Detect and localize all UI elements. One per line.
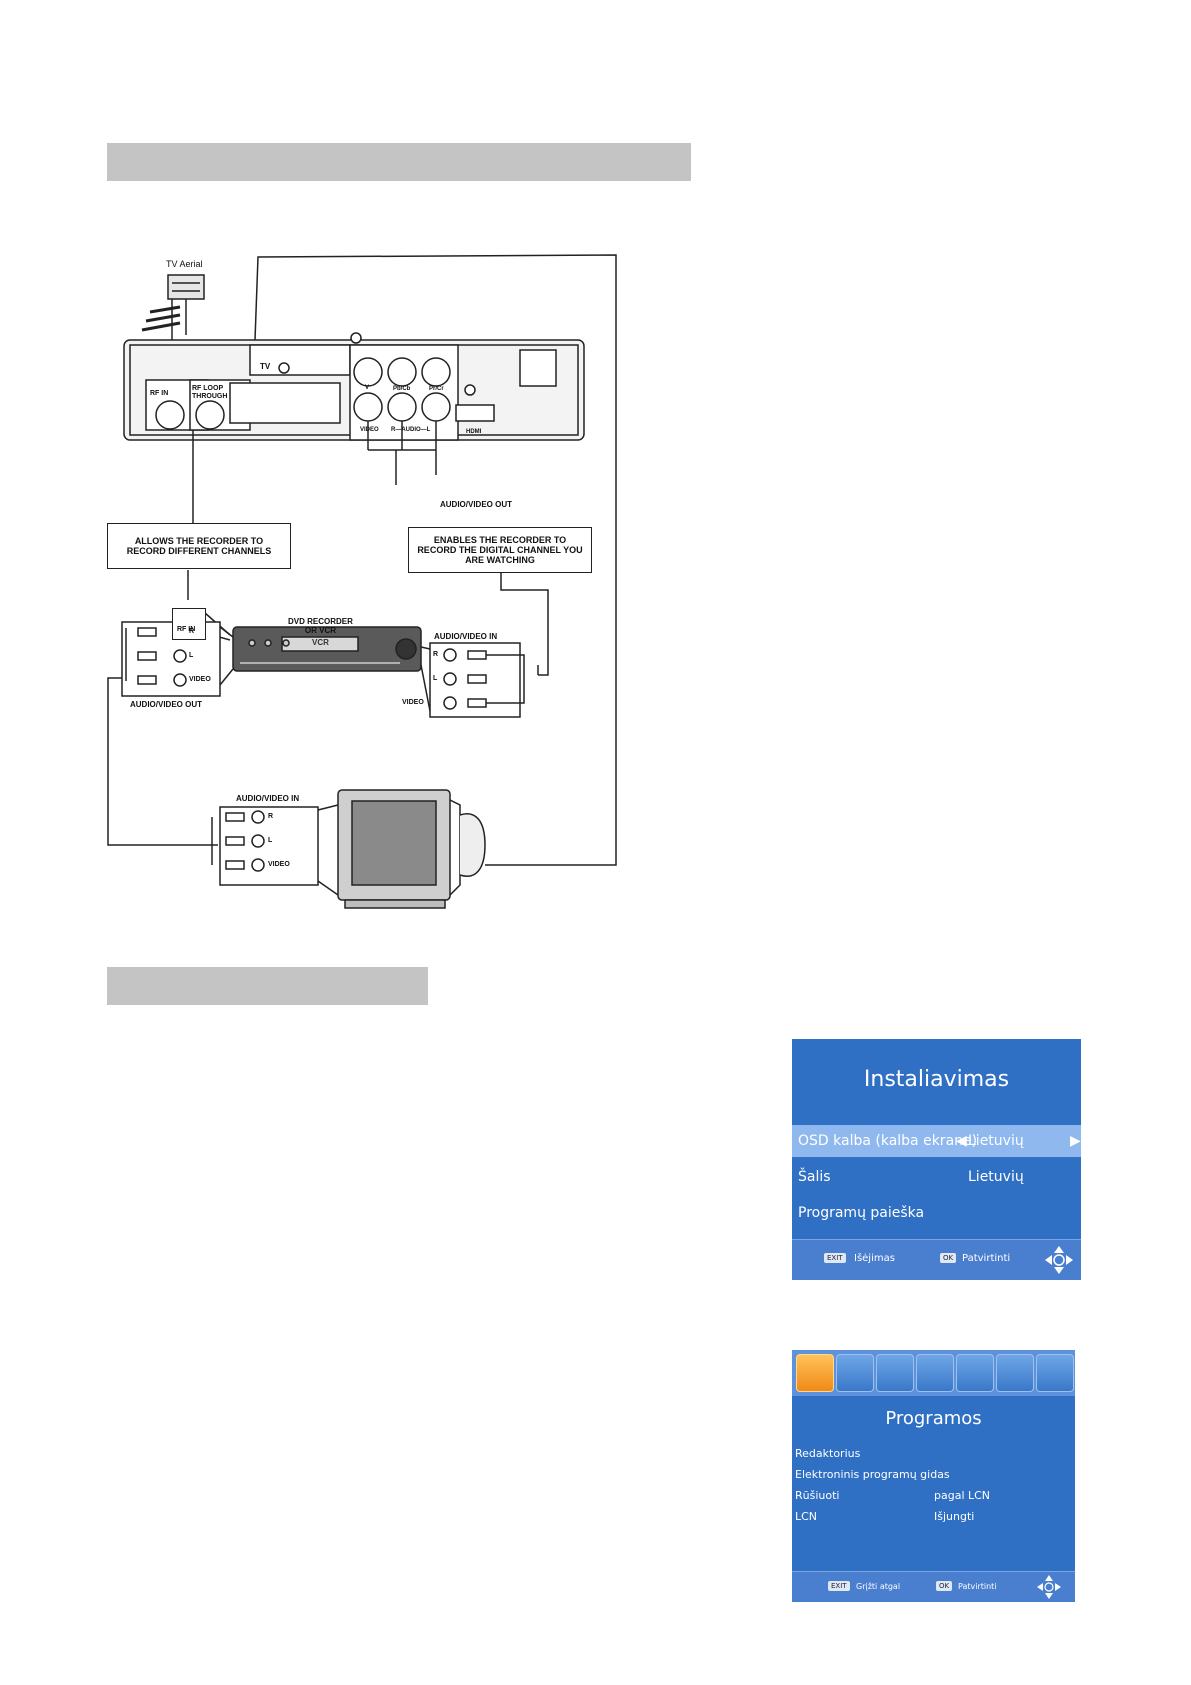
exit-key-icon: EXIT (824, 1253, 846, 1263)
navigation-arrows-icon-2 (1036, 1574, 1062, 1600)
av-in-tv-label: AUDIO/VIDEO IN (236, 794, 300, 803)
osd-row-search[interactable]: Programų paieška (792, 1197, 1081, 1229)
tv-aerial-icon (167, 274, 205, 300)
gear-tab-icon[interactable] (996, 1354, 1034, 1392)
rec-in-l-label: L (433, 675, 438, 682)
osd-row-country-value: Lietuvių (968, 1169, 1024, 1185)
osd-row-editor[interactable]: Redaktorius (792, 1444, 1075, 1464)
osd-row-language-label: OSD kalba (kalba ekrane) (798, 1133, 978, 1149)
osd-row-language[interactable]: OSD kalba (kalba ekrane) ◀ Lietuvių ▶ (792, 1125, 1081, 1157)
osd-row-country[interactable]: Šalis Lietuvių (792, 1161, 1081, 1193)
av-in-recorder-label: AUDIO/VIDEO IN (434, 632, 498, 641)
allows-recorder-box: ALLOWS THE RECORDER TO RECORD DIFFERENT … (107, 523, 291, 569)
hdmi-port (455, 404, 495, 422)
navigation-arrows-icon (1044, 1245, 1074, 1275)
rec-out-r-label: R (189, 628, 195, 635)
pb-label: Pb/Cb (393, 386, 411, 392)
enables-recorder-box: ENABLES THE RECORDER TO RECORD THE DIGIT… (408, 527, 592, 573)
back-hint: Grįžti atgal (856, 1582, 901, 1591)
search-tab-icon[interactable] (876, 1354, 914, 1392)
osd-row-lcn-label: LCN (795, 1510, 818, 1523)
ok-key-icon: OK (940, 1253, 957, 1263)
tv-scart-label: TV (260, 362, 271, 371)
ok-hint-2: Patvirtinti (958, 1582, 997, 1591)
tv-aerial-label: TV Aerial (166, 259, 203, 269)
scart-tv-port (249, 344, 351, 376)
osd-programs-title: Programos (885, 1408, 982, 1429)
osd-programs-screen: Programos Redaktorius Elektroninis progr… (792, 1350, 1075, 1602)
osd-installation-title: Instaliavimas (863, 1067, 1010, 1092)
tv-in-video-label: VIDEO (268, 861, 290, 868)
tv-tab-icon[interactable] (796, 1354, 834, 1392)
osd-installation-screen: Instaliavimas OSD kalba (kalba ekrane) ◀… (792, 1039, 1081, 1280)
ok-hint: Patvirtinti (962, 1253, 1011, 1264)
osd-row-editor-label: Redaktorius (795, 1447, 861, 1460)
pr-label: Pr/Cr (429, 386, 444, 392)
audio-rear-label: R—AUDIO—L (391, 427, 431, 433)
osd-tab-bar (792, 1350, 1075, 1396)
ok-key-icon-2: OK (936, 1581, 953, 1591)
osd-row-language-value: Lietuvių (968, 1133, 1024, 1149)
hdmi-label: HDMI (466, 429, 482, 435)
osd-row-sort-label: Rūšiuoti (795, 1489, 840, 1502)
osd-row-sort-value: pagal LCN (934, 1489, 991, 1502)
left-arrow-icon[interactable]: ◀ (956, 1133, 967, 1149)
osd-programs-footer: EXIT Grįžti atgal OK Patvirtinti (792, 1571, 1075, 1602)
osd-row-epg-label: Elektroninis programų gidas (795, 1468, 950, 1481)
connection-diagram: TV Aerial RF IN RF LOOP THROUGH TV V Pb/… (100, 245, 630, 915)
av-out-recorder-label: AUDIO/VIDEO OUT (130, 700, 203, 709)
clock-tab-icon[interactable] (916, 1354, 954, 1392)
exit-hint: Išėjimas (854, 1253, 895, 1264)
osd-row-country-label: Šalis (798, 1169, 831, 1185)
osd-row-epg[interactable]: Elektroninis programų gidas (792, 1465, 1075, 1485)
usb-tab-icon[interactable] (1036, 1354, 1074, 1392)
rf-loop-label: RF LOOP THROUGH (192, 385, 228, 400)
rf-in-label: RF IN (150, 390, 169, 397)
diagram-lines (107, 254, 617, 909)
film-tab-icon[interactable] (836, 1354, 874, 1392)
video-rear-label: VIDEO (360, 427, 379, 433)
rec-out-video-label: VIDEO (189, 676, 211, 683)
osd-row-search-label: Programų paieška (798, 1205, 925, 1221)
osd-row-lcn-value: Išjungti (934, 1510, 975, 1523)
right-arrow-icon[interactable]: ▶ (1070, 1133, 1081, 1149)
tv-in-r-label: R (268, 813, 274, 820)
rec-out-l-label: L (189, 652, 194, 659)
settings-tab-icon[interactable] (956, 1354, 994, 1392)
osd-row-lcn[interactable]: LCN Išjungti (792, 1507, 1075, 1527)
section-band-installation (107, 967, 428, 1005)
av-out-top-label: AUDIO/VIDEO OUT (440, 500, 513, 509)
back-key-icon: EXIT (828, 1581, 850, 1591)
rf-in-recorder-label: RF IN (177, 626, 196, 633)
vcr-logo: VCR (312, 638, 329, 647)
osd-row-sort[interactable]: Rūšiuoti pagal LCN (792, 1486, 1075, 1506)
rec-in-video-label: VIDEO (402, 699, 424, 706)
v-label: V (365, 385, 370, 391)
tv-in-l-label: L (268, 837, 273, 844)
recorder-label: DVD RECORDER OR VCR (288, 617, 353, 635)
rec-in-r-label: R (433, 651, 439, 658)
section-band-connection (107, 143, 691, 181)
rf-in-recorder-box: RF IN (172, 608, 206, 640)
osd-installation-footer: EXIT Išėjimas OK Patvirtinti (792, 1239, 1081, 1280)
